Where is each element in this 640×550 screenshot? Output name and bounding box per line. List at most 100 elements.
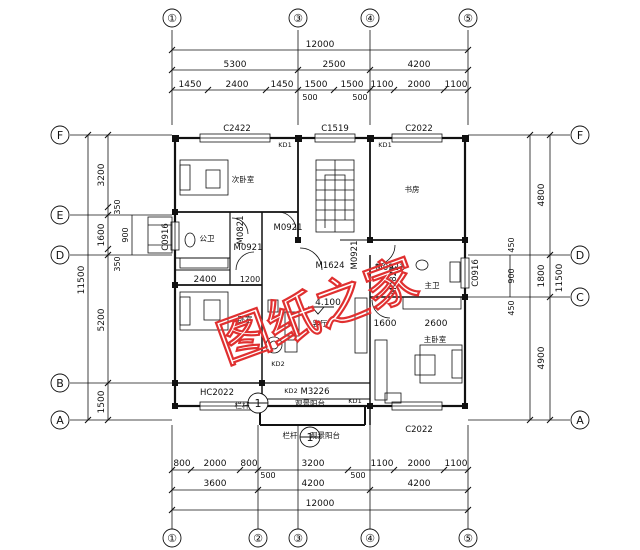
dim-top-1450b: 1450: [271, 80, 294, 90]
dim-bot-4200a: 4200: [302, 479, 325, 489]
room-labels: 次卧室 书房 公卫 主卫 卧室 客厅 主卧室 观景阳台 观景阳台 栏杆 栏杆: [200, 174, 447, 440]
axis-top-1: ①: [167, 12, 177, 25]
axis-left-b: B: [56, 377, 64, 390]
axis-top-4: ④: [365, 12, 375, 25]
dim-bot-1100b: 1100: [445, 459, 468, 469]
axis-right-f: F: [577, 129, 583, 142]
room-living: 客厅: [313, 318, 328, 328]
dim-top-4200: 4200: [408, 60, 431, 70]
opening-labels: C2422 C1519 C2022 C0916 C0916 HC2022 C20…: [161, 124, 481, 435]
dim-bot-2000a: 2000: [204, 459, 227, 469]
dim-bot-2000b: 2000: [408, 459, 431, 469]
label-hc2022: HC2022: [200, 388, 234, 398]
axis-bottom-2: ②: [253, 532, 263, 545]
section-mark-b: 1: [307, 431, 314, 444]
label-m0821-a: M0821: [236, 216, 246, 245]
room-bedroom3: 卧室: [238, 314, 253, 324]
dim-top-1500b: 1500: [341, 80, 364, 90]
room-master-bath: 主卫: [425, 280, 440, 290]
dim-bot-500b: 500: [350, 471, 365, 480]
axis-left-a: A: [56, 414, 64, 427]
label-m0921-c: M0921: [376, 263, 405, 273]
axis-right-a: A: [576, 414, 584, 427]
label-m3226: M3226: [301, 387, 330, 397]
label-m0921-a: M0921: [274, 223, 303, 233]
label-c0916-left: C0916: [161, 223, 171, 251]
label-c2022-bottom: C2022: [405, 425, 433, 435]
label-kd1-c: KD1: [348, 397, 361, 405]
dim-top-1100b: 1100: [445, 80, 468, 90]
axis-bottom-4: ④: [365, 532, 375, 545]
dim-bot-total: 12000: [306, 499, 335, 509]
dim-bot-3600: 3600: [204, 479, 227, 489]
label-railing-b: 栏杆: [283, 430, 298, 440]
room-bedroom2: 次卧室: [232, 174, 255, 184]
label-c1519: C1519: [321, 124, 349, 134]
axis-left-d: D: [56, 249, 64, 262]
dim-right-900: 900: [507, 268, 516, 283]
dimension-lines: [87, 49, 551, 511]
label-m0821-b: M0821: [389, 266, 399, 295]
dim-right-4800: 4800: [537, 183, 547, 206]
axis-labels: ① ③ ④ ⑤ ① ② ③ ④ ⑤ F E D B A F D C A 1 1: [56, 12, 584, 545]
dim-right-450a: 450: [507, 237, 516, 252]
axis-circles: [50, 8, 590, 548]
door-swings: [231, 211, 396, 319]
axis-top-5: ⑤: [463, 12, 473, 25]
dim-top-500a: 500: [302, 93, 317, 102]
label-m0921-vert: M0921: [350, 241, 360, 270]
dim-left-5200: 5200: [97, 308, 107, 331]
label-m1624: M1624: [316, 261, 345, 271]
dim-right-450b: 450: [507, 300, 516, 315]
axis-left-f: F: [57, 129, 63, 142]
dim-inner-1600: 1600: [374, 319, 397, 329]
section-lines: [248, 402, 320, 438]
dim-top-5300: 5300: [224, 60, 247, 70]
label-c2422: C2422: [223, 124, 251, 134]
room-study: 书房: [405, 184, 420, 194]
dim-top-total: 12000: [306, 40, 335, 50]
dim-left-350b: 350: [113, 256, 122, 271]
section-mark-a: 1: [255, 397, 262, 410]
dimension-texts: 12000 5300 2500 4200 1450 2400 1450 1500…: [77, 40, 565, 509]
label-kd1-b: KD1: [378, 141, 391, 149]
dim-top-2500: 2500: [323, 60, 346, 70]
dim-top-1450a: 1450: [179, 80, 202, 90]
label-c0916-right: C0916: [471, 259, 481, 287]
dim-inner-1200: 1200: [240, 275, 260, 284]
dim-top-1100a: 1100: [371, 80, 394, 90]
dim-left-350a: 350: [113, 199, 122, 214]
dim-bot-1100a: 1100: [371, 459, 394, 469]
dim-right-11500: 11500: [555, 263, 565, 292]
axis-bottom-1: ①: [167, 532, 177, 545]
label-c2022-top: C2022: [405, 124, 433, 134]
label-railing-a: 栏杆: [235, 400, 250, 410]
label-kd2-a: KD2: [271, 360, 284, 368]
axis-right-c: C: [576, 291, 584, 304]
room-balcony: 观景阳台: [295, 398, 325, 408]
axis-top-3: ③: [293, 12, 303, 25]
axis-right-d: D: [576, 249, 584, 262]
room-bathroom: 公卫: [200, 234, 215, 243]
dim-right-1800: 1800: [537, 264, 547, 287]
dim-bot-800a: 800: [173, 459, 190, 469]
dim-top-1500a: 1500: [305, 80, 328, 90]
dim-left-1500: 1500: [97, 390, 107, 413]
windows: [170, 133, 470, 411]
dim-top-500b: 500: [352, 93, 367, 102]
staircase: [315, 159, 355, 233]
axis-bottom-5: ⑤: [463, 532, 473, 545]
axis-left-e: E: [57, 209, 64, 222]
dim-inner-2400: 2400: [194, 275, 217, 285]
axis-bottom-3: ③: [293, 532, 303, 545]
furniture: [179, 159, 463, 404]
dim-left-1600: 1600: [97, 223, 107, 246]
room-master-bedroom: 主卧室: [424, 334, 447, 344]
label-m0921-b: M0921: [234, 243, 263, 253]
dim-bot-3200: 3200: [302, 459, 325, 469]
columns: [172, 135, 469, 409]
label-kd1-a: KD1: [278, 141, 291, 149]
dim-right-4900: 4900: [537, 346, 547, 369]
dimension-ticks: [84, 46, 554, 514]
